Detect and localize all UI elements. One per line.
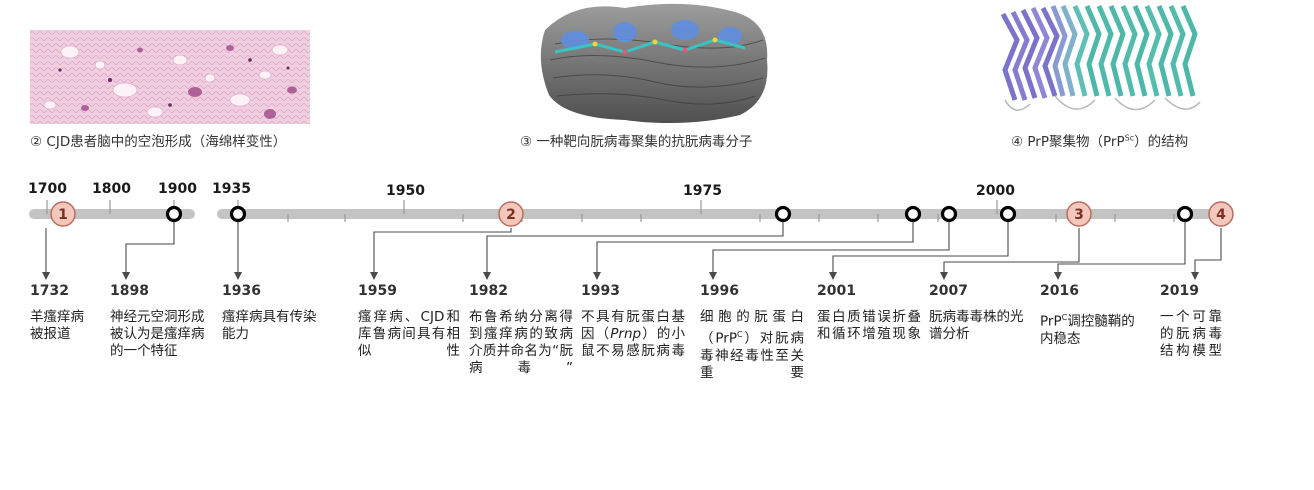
image-marker-3: 3 (1066, 201, 1092, 227)
arrowhead (1191, 272, 1199, 280)
arrowhead (122, 272, 130, 280)
arrowhead (234, 272, 242, 280)
image-marker-number: 3 (1074, 207, 1084, 223)
image-marker-2: 2 (498, 201, 524, 227)
event-desc-1996-sup: C (736, 330, 743, 339)
connector-1898 (125, 222, 175, 276)
event-desc-1959: 瘙痒病、CJD和库鲁病间具有相似性 (358, 309, 460, 359)
event-ring-1982 (774, 205, 792, 223)
event-desc-1996-post: ）对朊病毒神经毒性至关重要 (700, 330, 804, 381)
axis-year-1935: 1935 (212, 181, 251, 197)
arrowhead (1054, 272, 1062, 280)
event-ring-1996 (940, 205, 958, 223)
event-desc-2016-sup: C (1061, 313, 1068, 322)
event-desc-1936: 瘙痒病具有传染能力 (222, 309, 317, 342)
connector-2019 (1194, 228, 1222, 276)
event-desc-1993-gene: Prnp (610, 326, 642, 342)
molecule-surface-image (535, 0, 775, 124)
connector-1959 (373, 228, 512, 276)
event-desc-1732: 羊瘙痒病被报道 (30, 309, 84, 342)
arrowhead (370, 272, 378, 280)
connector-1982 (486, 222, 784, 276)
connector-2007 (943, 228, 1080, 276)
image-marker-number: 2 (506, 207, 516, 223)
event-year-1993: 1993 (581, 283, 620, 299)
axis-year-1700: 1700 (28, 181, 67, 197)
event-year-1982: 1982 (469, 283, 508, 299)
connector-1996 (712, 222, 950, 276)
event-year-1898: 1898 (110, 283, 149, 299)
event-desc-2007: 朊病毒毒株的光谱分析 (929, 309, 1024, 342)
axis-year-2000: 2000 (976, 183, 1015, 199)
connector-1993 (596, 222, 914, 276)
arrowhead (42, 272, 50, 280)
arrowhead (709, 272, 717, 280)
caption-text: CJD患者脑中的空泡形成（海绵样变性） (46, 134, 287, 150)
connector-2016 (1057, 222, 1186, 276)
event-desc-1993-pre: 不具有朊蛋白基因（ (581, 309, 685, 342)
molecule-surface-art (540, 3, 768, 124)
image-caption-3: ③ 一种靶向朊病毒聚集的抗朊病毒分子 (520, 130, 752, 150)
arrowhead (940, 272, 948, 280)
caption-text-post: ）的结构 (1134, 134, 1189, 150)
event-year-2019: 2019 (1160, 283, 1199, 299)
image-caption-4: ④ PrP聚集物（PrPSc）的结构 (1011, 130, 1189, 151)
axis-year-1975: 1975 (683, 183, 722, 199)
caption-superscript: Sc (1124, 133, 1135, 143)
event-desc-2016: PrPC调控髓鞘的内稳态 (1040, 309, 1144, 348)
histology-image-art (30, 30, 310, 124)
event-desc-1993-post: ）的小鼠不易感朊病毒 (581, 326, 686, 359)
caption-text: 一种靶向朊病毒聚集的抗朊病毒分子 (536, 134, 753, 150)
caption-number: ② (30, 134, 43, 150)
event-desc-2001: 蛋白质错误折叠和循环增殖现象 (817, 309, 921, 342)
event-desc-2016-post: 调控髓鞘的内稳态 (1040, 313, 1135, 347)
image-marker-4: 4 (1208, 201, 1234, 227)
fibril-structure-image (995, 0, 1210, 124)
image-marker-number: 4 (1216, 207, 1226, 223)
axis-year-1950: 1950 (386, 183, 425, 199)
event-ring-1936 (229, 205, 247, 223)
image-caption-2: ② CJD患者脑中的空泡形成（海绵样变性） (30, 130, 286, 150)
event-ring-2001 (999, 205, 1017, 223)
connector-2001 (832, 222, 1009, 276)
arrowhead (829, 272, 837, 280)
event-ring-1898 (165, 205, 183, 223)
event-desc-1898: 神经元空洞形成被认为是瘙痒病的一个特征 (110, 309, 205, 359)
axis-year-1800: 1800 (92, 181, 131, 197)
arrowhead (483, 272, 491, 280)
event-desc-1996: 细胞的朊蛋白（PrPC）对朊病毒神经毒性至关重要 (700, 309, 804, 382)
image-marker-number: 1 (58, 207, 68, 223)
event-year-1996: 1996 (700, 283, 739, 299)
event-year-1936: 1936 (222, 283, 261, 299)
image-marker-1: 1 (50, 201, 76, 227)
arrowhead (593, 272, 601, 280)
event-year-2007: 2007 (929, 283, 968, 299)
event-year-2001: 2001 (817, 283, 856, 299)
caption-number: ④ (1011, 134, 1024, 150)
event-year-1732: 1732 (30, 283, 69, 299)
event-desc-2019: 一个可靠的朊病毒结构模型 (1160, 309, 1222, 359)
event-ring-1993 (904, 205, 922, 223)
axis-year-1900: 1900 (158, 181, 197, 197)
event-desc-1996-pre: 细胞的朊蛋白（PrP (700, 309, 804, 347)
fibril-structure-art (1000, 5, 1201, 111)
event-year-1959: 1959 (358, 283, 397, 299)
event-desc-1993: 不具有朊蛋白基因（Prnp）的小鼠不易感朊病毒 (581, 309, 685, 360)
event-desc-2016-pre: PrP (1040, 313, 1062, 330)
event-year-2016: 2016 (1040, 283, 1079, 299)
event-ring-2016 (1176, 205, 1194, 223)
caption-text-pre: PrP聚集物（PrP (1027, 134, 1125, 150)
event-desc-1982: 布鲁希纳分离得到瘙痒病的致病介质并命名为“朊病毒” (469, 309, 573, 376)
histology-image (30, 30, 310, 124)
caption-number: ③ (520, 134, 533, 150)
